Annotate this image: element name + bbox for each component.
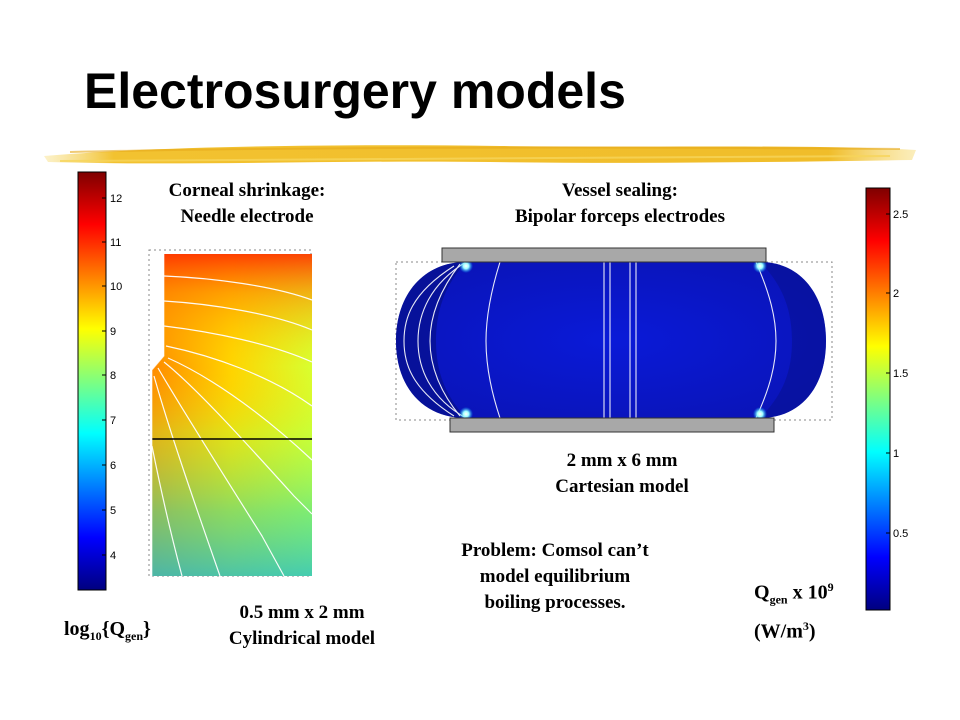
vessel-heading: Vessel sealing: Bipolar forceps electrod… [470,178,770,230]
corneal-label-log-sub: 10 [89,629,102,643]
vessel-label-mid: x 10 [787,581,828,604]
corneal-tick-11: 11 [110,237,121,249]
vessel-label-line2: (W/m3) [754,613,834,645]
corneal-tick-4: 4 [110,550,116,562]
vessel-bottom-electrode [449,417,775,433]
corneal-heading-line1: Corneal shrinkage: [168,180,326,201]
corneal-dims: 0.5 mm x 2 mm Cylindrical model [190,600,414,652]
corneal-tick-9: 9 [110,326,116,338]
vessel-dims: 2 mm x 6 mm Cartesian model [500,448,744,500]
problem-line1: Problem: Comsol can’t [461,540,649,561]
vessel-domain [396,262,826,418]
corneal-colorbar-gradient [77,171,107,591]
vessel-contour-lines [403,261,777,419]
slide-title: Electrosurgery models [84,63,626,119]
vessel-heading-line1: Vessel sealing: [562,180,678,201]
vessel-label-unit-close: ) [808,620,816,643]
vessel-colorbar-gradient [865,187,891,611]
corneal-tick-7: 7 [110,415,116,427]
vessel-tick-1-5: 1.5 [893,368,908,380]
corneal-heading-line2: Needle electrode [180,206,314,227]
vessel-tick-2: 2 [893,288,899,300]
corneal-heading: Corneal shrinkage: Needle electrode [130,178,364,230]
vessel-top-electrode [441,247,767,263]
corneal-tick-8: 8 [110,370,116,382]
vessel-label-unit-exp: 3 [802,618,809,633]
corneal-label-open: {Q [101,618,125,640]
vessel-label-line1: Qgen x 109 [754,574,834,613]
corneal-colorbar-ticks: 12 11 10 9 8 7 6 5 4 [102,193,122,562]
corneal-colorbar-label: log10{Qgen} [64,618,151,644]
problem-line3: boiling processes. [484,592,626,613]
vessel-simulation-plot [395,247,833,433]
vessel-label-unit-open: (W/m [754,620,803,643]
vessel-tick-2-5: 2.5 [893,209,908,221]
corneal-tick-10: 10 [110,281,122,293]
title-underline-decoration [44,145,916,164]
vessel-dims-line2: Cartesian model [555,476,689,497]
vessel-colorbar-label: Qgen x 109 (W/m3) [754,574,834,644]
corneal-label-close: } [143,618,151,640]
corneal-label-gen-sub: gen [125,629,143,643]
vessel-heading-line2: Bipolar forceps electrodes [514,206,726,227]
vessel-label-exp: 9 [827,580,834,594]
corneal-tick-12: 12 [110,193,122,205]
corneal-contour-lines [151,275,313,577]
corneal-label-log: log [64,618,90,640]
problem-statement: Problem: Comsol can’t model equilibrium … [410,538,700,616]
vessel-label-q: Q [754,581,770,604]
problem-line2: model equilibrium [479,566,631,587]
vessel-colorbar: 2.5 2 1.5 1 0.5 [865,187,908,611]
corneal-dims-line1: 0.5 mm x 2 mm [239,602,365,623]
vessel-tick-0-5: 0.5 [893,528,908,540]
vessel-label-gen-sub: gen [769,592,788,607]
vessel-tick-1: 1 [893,448,899,460]
corneal-tick-6: 6 [110,460,116,472]
vessel-colorbar-ticks: 2.5 2 1.5 1 0.5 [886,209,908,540]
corneal-dims-line2: Cylindrical model [228,628,376,649]
corneal-simulation-plot [148,249,313,577]
vessel-dims-line1: 2 mm x 6 mm [566,450,678,471]
corneal-colorbar: 12 11 10 9 8 7 6 5 4 [77,171,122,591]
corneal-tick-5: 5 [110,505,116,517]
